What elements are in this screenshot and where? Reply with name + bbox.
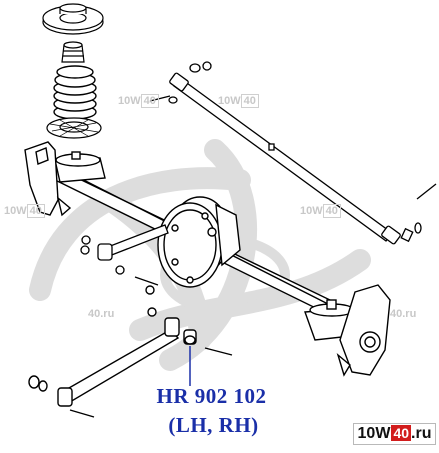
bump-stop [61, 41, 85, 63]
watermark-tag: 40.ru [390, 308, 417, 320]
watermark-tag: 40.ru [88, 308, 115, 320]
upper-control-arm [80, 224, 169, 286]
side-label: (LH, RH) [168, 413, 259, 437]
part-number-label: HR 902 102 [156, 384, 267, 408]
lower-spring-seat [46, 117, 102, 139]
logo-text-suffix: .ru [411, 425, 432, 442]
lateral-rod [149, 61, 437, 245]
coil-spring [53, 65, 97, 120]
logo-text-box: 40 [391, 425, 412, 441]
upper-spring-seat [42, 3, 104, 35]
logo-text-pre: 10W [357, 425, 391, 442]
axle-housing [24, 141, 391, 377]
lower-control-arm [28, 285, 180, 418]
bushing-highlight [183, 329, 233, 356]
